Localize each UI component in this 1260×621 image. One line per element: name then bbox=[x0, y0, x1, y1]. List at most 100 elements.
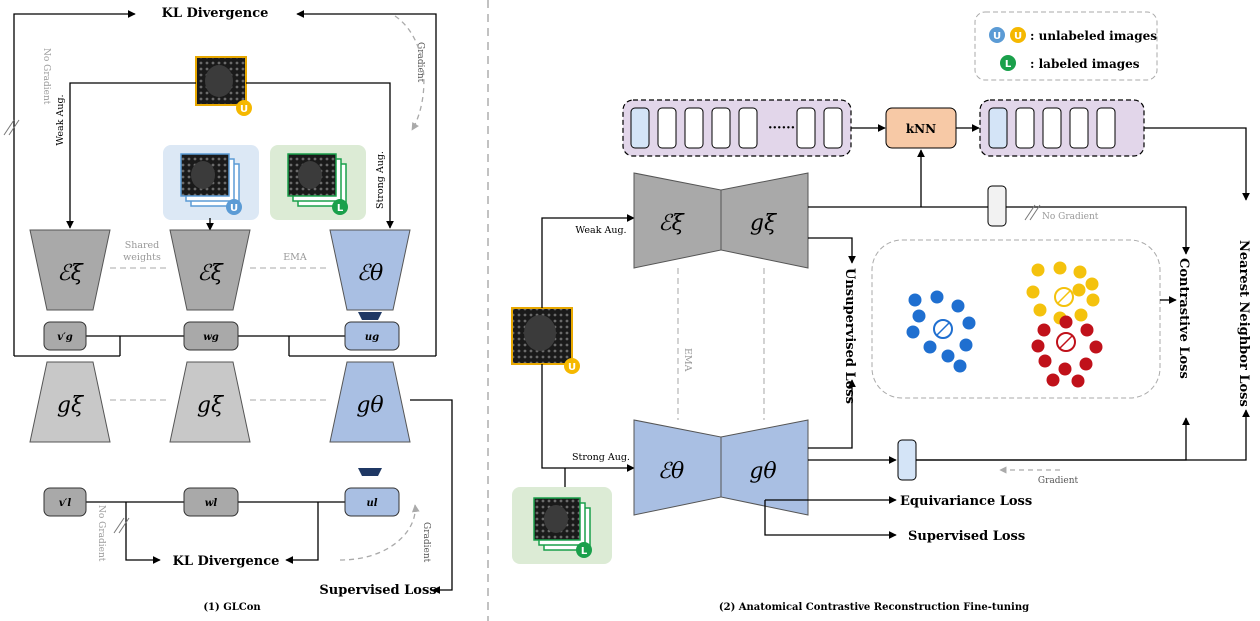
gradient-top-label: Gradient bbox=[415, 42, 425, 83]
cluster-point bbox=[1033, 303, 1047, 317]
u-g-label: ug bbox=[365, 332, 379, 343]
kl-divergence-top-label: KL Divergence bbox=[162, 6, 269, 21]
feature-w-l bbox=[183, 487, 239, 517]
cut-mark bbox=[3, 119, 15, 136]
badge-unlabeled-icon bbox=[236, 100, 252, 116]
cluster-point bbox=[951, 299, 965, 313]
encoder-xi-label: ℰξ bbox=[57, 261, 84, 286]
badge-u-text: U bbox=[240, 104, 248, 115]
cluster-point bbox=[1026, 285, 1040, 299]
encoder-xi-2 bbox=[169, 229, 251, 311]
decoder-xi-label: gξ bbox=[197, 393, 225, 418]
cluster-point bbox=[1031, 339, 1045, 353]
red-cluster bbox=[1031, 315, 1103, 388]
arrow-to-kl-right bbox=[296, 10, 437, 356]
feature-v-g bbox=[43, 321, 87, 351]
cluster-centroid bbox=[1054, 287, 1074, 307]
cluster-point bbox=[1086, 293, 1100, 307]
mri-heart bbox=[191, 161, 215, 189]
arrow-to-unsupervised-loss-top bbox=[808, 237, 856, 264]
yellow-cluster bbox=[1026, 261, 1100, 325]
knn-label: kNN bbox=[906, 122, 936, 136]
shared-label: Shared bbox=[125, 240, 160, 251]
bank-slot bbox=[711, 107, 731, 149]
ema-label: EMA bbox=[283, 252, 307, 263]
arrow-to-kl-bottom-left bbox=[125, 502, 161, 564]
strong-aug-label: Strong Aug. bbox=[572, 452, 630, 463]
badge-u-text: U bbox=[993, 31, 1001, 42]
cluster-point bbox=[953, 359, 967, 373]
caption-right: (2) Anatomical Contrastive Reconstructio… bbox=[719, 602, 1029, 613]
weak-aug-arrow bbox=[66, 82, 196, 229]
decoder-theta-label: gθ bbox=[749, 459, 776, 484]
bank-slot bbox=[657, 107, 677, 149]
badge-u-text: U bbox=[568, 362, 576, 373]
cluster-point bbox=[1072, 283, 1086, 297]
feature-w-g bbox=[183, 321, 239, 351]
feature-u-l bbox=[344, 487, 400, 517]
cut-mark bbox=[1024, 204, 1036, 221]
mri-heart bbox=[205, 65, 233, 97]
centroid-mark bbox=[935, 321, 951, 337]
cluster-point bbox=[962, 316, 976, 330]
badge-l-text: L bbox=[581, 546, 588, 557]
legend-labeled-label: : labeled images bbox=[1030, 57, 1140, 71]
bank-slot bbox=[738, 107, 758, 149]
cut-mark bbox=[8, 119, 20, 136]
cluster-point bbox=[1085, 277, 1099, 291]
v-l-label: v′l bbox=[59, 498, 71, 509]
cluster-point bbox=[1031, 263, 1045, 277]
cluster-point bbox=[1038, 354, 1052, 368]
projection-bottom bbox=[897, 439, 917, 481]
left-panel: KL Divergence No Gradient Gradient U Wea… bbox=[3, 6, 453, 613]
w-l-label: wl bbox=[205, 498, 218, 509]
decoder-theta bbox=[329, 361, 411, 443]
kl-divergence-bottom-label: KL Divergence bbox=[173, 554, 280, 569]
bank-slot bbox=[988, 107, 1008, 149]
cluster-point bbox=[1046, 373, 1060, 387]
badge-l-text: L bbox=[1005, 59, 1012, 70]
arrow-to-unsupervised-loss-bottom bbox=[808, 379, 856, 449]
arrow-to-kl-bottom-right bbox=[285, 502, 319, 564]
feature-u-g bbox=[344, 321, 400, 351]
cluster-point bbox=[1073, 265, 1087, 279]
gradient-label: Gradient bbox=[1038, 476, 1079, 486]
centroid-mark bbox=[1058, 334, 1074, 350]
mri-heart bbox=[298, 161, 322, 189]
bank-ellipsis: ······ bbox=[768, 121, 795, 136]
v-g-label: v′g bbox=[57, 332, 72, 343]
centroid-mark bbox=[1056, 289, 1072, 305]
cut-mark bbox=[118, 517, 130, 534]
no-gradient-top-label: No Gradient bbox=[41, 48, 51, 105]
u-l-label: ul bbox=[366, 498, 377, 509]
weak-aug-label: Weak Aug. bbox=[55, 94, 66, 145]
strong-aug-arrow bbox=[246, 82, 394, 229]
cluster-point bbox=[1080, 323, 1094, 337]
cluster-point bbox=[908, 293, 922, 307]
bank-slot bbox=[796, 107, 816, 149]
contrastive-loss-label: Contrastive Loss bbox=[1176, 258, 1191, 379]
decoder-xi-label: gξ bbox=[750, 211, 778, 236]
badge-labeled-icon bbox=[576, 542, 592, 558]
equivariance-loss-label: Equivariance Loss bbox=[900, 494, 1032, 509]
strong-aug-label: Strong Aug. bbox=[375, 151, 386, 209]
bank-slot bbox=[1069, 107, 1089, 149]
blue-cluster bbox=[906, 290, 976, 373]
feature-v-l bbox=[43, 487, 87, 517]
bank-slot bbox=[1042, 107, 1062, 149]
arrow-to-nn-loss-bottom bbox=[916, 409, 1250, 461]
badge-unlabeled-icon bbox=[226, 199, 242, 215]
badge-labeled-icon bbox=[332, 199, 348, 215]
arrow-to-contrastive-top bbox=[1006, 206, 1190, 255]
bank-slot bbox=[823, 107, 843, 149]
no-gradient-bottom-label: No Gradient bbox=[96, 505, 106, 562]
w-g-label: wg bbox=[203, 332, 219, 343]
cluster-point bbox=[1053, 261, 1067, 275]
arrow-to-nn-loss bbox=[1144, 127, 1250, 201]
badge-u-text: U bbox=[1014, 31, 1022, 42]
encoder-xi-label: ℰξ bbox=[197, 261, 224, 286]
cluster-centroid bbox=[1056, 332, 1076, 352]
decoder-xi-label: gξ bbox=[57, 393, 85, 418]
